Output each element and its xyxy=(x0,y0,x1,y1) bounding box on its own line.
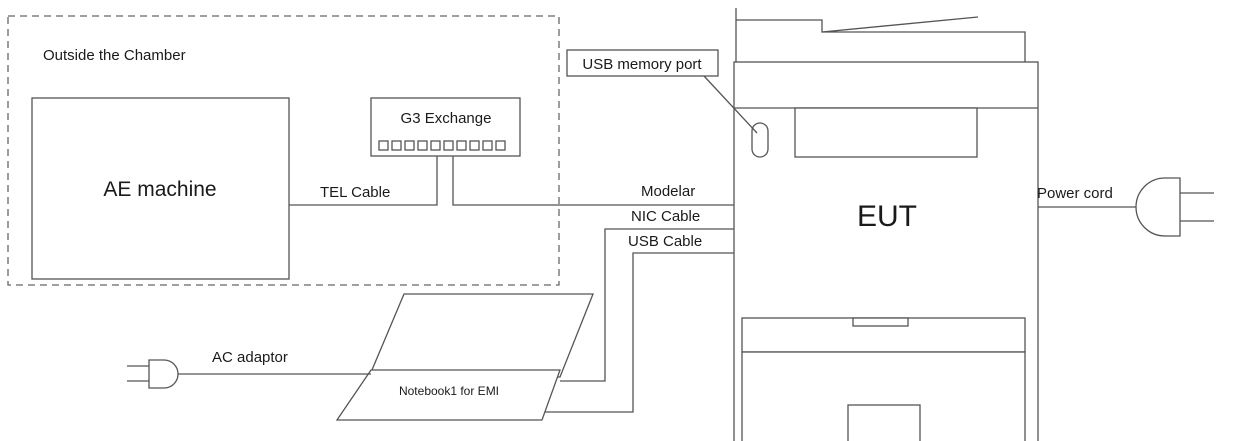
ae-machine: AE machine xyxy=(31,97,290,280)
usb-memory-port-pointer xyxy=(703,75,758,134)
power-plug-icon xyxy=(1135,177,1214,237)
g3-port xyxy=(378,140,389,151)
g3-exchange-label: G3 Exchange xyxy=(401,110,492,127)
usb-memory-port-slot xyxy=(751,122,769,158)
g3-port xyxy=(495,140,506,151)
chamber-boundary xyxy=(7,15,560,286)
usb-memory-port-callout xyxy=(566,49,719,77)
g3-port xyxy=(482,140,493,151)
usb-cable xyxy=(542,252,734,413)
g3-exchange-ports xyxy=(378,140,506,151)
eut-drawer-handle xyxy=(847,404,921,441)
eut-label: EUT xyxy=(857,200,917,233)
g3-port xyxy=(391,140,402,151)
ac-adaptor-label: AC adaptor xyxy=(212,349,288,366)
tel-cable-label: TEL Cable xyxy=(320,184,390,201)
ae-machine-label: AE machine xyxy=(103,178,216,201)
eut-device: EUT xyxy=(733,8,1039,441)
chamber-label: Outside the Chamber xyxy=(43,47,186,64)
notebook-keyboard xyxy=(335,369,561,421)
g3-port xyxy=(443,140,454,151)
g3-port xyxy=(469,140,480,151)
power-cord-label: Power cord xyxy=(1037,185,1113,202)
ae-machine-box xyxy=(31,97,290,280)
g3-port xyxy=(417,140,428,151)
eut-scanner-top xyxy=(735,8,1026,62)
tel-cable xyxy=(289,156,438,206)
g3-port xyxy=(430,140,441,151)
eut-tray-handle xyxy=(852,317,909,327)
usb-cable-label: USB Cable xyxy=(628,233,702,250)
g3-exchange: G3 Exchange xyxy=(370,97,521,157)
ac-plug-icon xyxy=(127,359,179,389)
notebook-computer: Notebook1 for EMI xyxy=(335,293,594,421)
notebook-label: Notebook1 for EMI xyxy=(399,384,499,398)
usb-memory-port-label: USB memory port xyxy=(582,56,702,73)
nic-cable-label: NIC Cable xyxy=(631,208,700,225)
g3-port xyxy=(456,140,467,151)
modelar-cable xyxy=(452,156,734,206)
eut-output-tray xyxy=(794,107,978,158)
nic-cable xyxy=(560,228,734,382)
g3-port xyxy=(404,140,415,151)
notebook-screen xyxy=(368,293,594,378)
modelar-label: Modelar xyxy=(641,183,695,200)
